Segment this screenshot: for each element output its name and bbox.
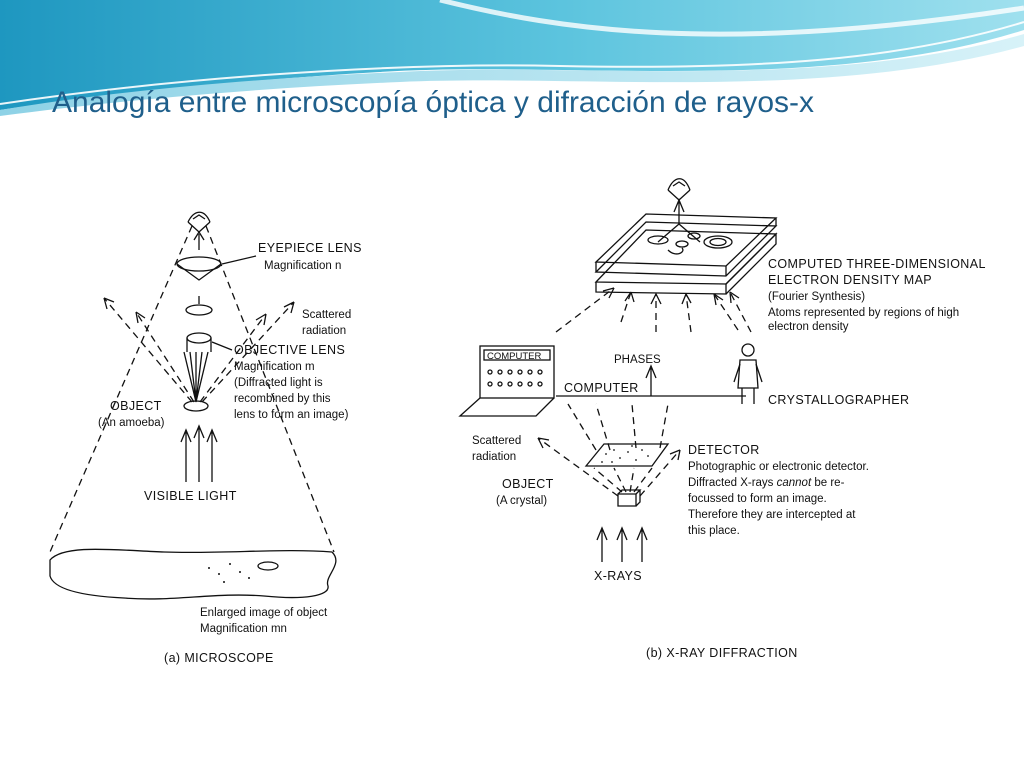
map-label-5: electron density <box>768 321 849 333</box>
object-label: OBJECT <box>502 477 554 491</box>
eyepiece-label: EYEPIECE LENS <box>258 241 362 255</box>
crystallographer-icon <box>733 343 763 404</box>
xray-caption: (b) X-RAY DIFFRACTION <box>646 646 798 660</box>
image-label-1: Enlarged image of object <box>200 607 328 619</box>
scattered-arrows <box>103 297 295 403</box>
detector-note-1: Photographic or electronic detector. <box>688 461 869 473</box>
objective-mag: Magnification m <box>234 361 315 373</box>
amoeba-object <box>183 400 209 412</box>
detector-note-5: this place. <box>688 525 740 537</box>
detector-note-2: Diffracted X-rays cannot be re- <box>688 477 845 489</box>
map-label-2: ELECTRON DENSITY MAP <box>768 273 932 287</box>
map-label-4: Atoms represented by regions of high <box>768 307 959 319</box>
enlarged-image <box>49 548 337 600</box>
objective-label: OBJECTIVE LENS <box>234 343 345 357</box>
detector-note-4: Therefore they are intercepted at <box>688 509 856 521</box>
objective-note-3: lens to form an image) <box>234 409 349 421</box>
scattered-label-1: Scattered <box>472 435 521 447</box>
scattered-label-2: radiation <box>472 451 516 463</box>
object-sub: (An amoeba) <box>98 417 165 429</box>
object-label: OBJECT <box>110 399 162 413</box>
object-sub: (A crystal) <box>496 495 547 507</box>
microscope-diagram: EYEPIECE LENS Magnification n Scattered … <box>49 211 362 665</box>
slide-title: Analogía entre microscopía óptica y difr… <box>52 86 815 119</box>
eye-icon <box>667 178 691 201</box>
crystallographer-label: CRYSTALLOGRAPHER <box>768 393 909 407</box>
detector-plate <box>584 443 670 467</box>
header-banner <box>0 0 1024 116</box>
intermediate-lens <box>185 304 213 316</box>
objective-lens <box>186 332 212 344</box>
diffracted-arrows <box>537 437 681 497</box>
microscope-panel: EYEPIECE LENS Magnification n Scattered … <box>44 192 398 676</box>
computer-label: COMPUTER <box>564 381 639 395</box>
crystal-object <box>617 489 642 507</box>
objective-note-1: (Diffracted light is <box>234 377 323 389</box>
computer-screen-label: COMPUTER <box>487 351 542 362</box>
detector-note-3: focussed to form an image. <box>688 493 827 505</box>
xray-diagram: COMPUTER <box>458 178 986 660</box>
image-label-2: Magnification mn <box>200 623 287 635</box>
eyepiece-mag: Magnification n <box>264 260 341 272</box>
visible-light-label: VISIBLE LIGHT <box>144 489 237 503</box>
phases-label: PHASES <box>614 354 661 366</box>
microscope-caption: (a) MICROSCOPE <box>164 651 274 665</box>
xray-arrows <box>596 526 648 562</box>
xrays-label: X-RAYS <box>594 569 642 583</box>
map-label-3: (Fourier Synthesis) <box>768 291 865 303</box>
scattered-label-1: Scattered <box>302 309 351 321</box>
scattered-label-2: radiation <box>302 325 346 337</box>
xray-panel: COMPUTER <box>446 132 1024 668</box>
electron-density-map <box>594 213 778 295</box>
objective-note-2: recombined by this <box>234 393 331 405</box>
visible-light-arrows <box>180 424 218 482</box>
synthesis-arrows <box>555 287 752 333</box>
detector-label: DETECTOR <box>688 443 760 457</box>
computer-icon <box>458 345 555 417</box>
map-label-1: COMPUTED THREE-DIMENSIONAL <box>768 257 986 271</box>
data-transfer-arrows <box>567 403 669 451</box>
